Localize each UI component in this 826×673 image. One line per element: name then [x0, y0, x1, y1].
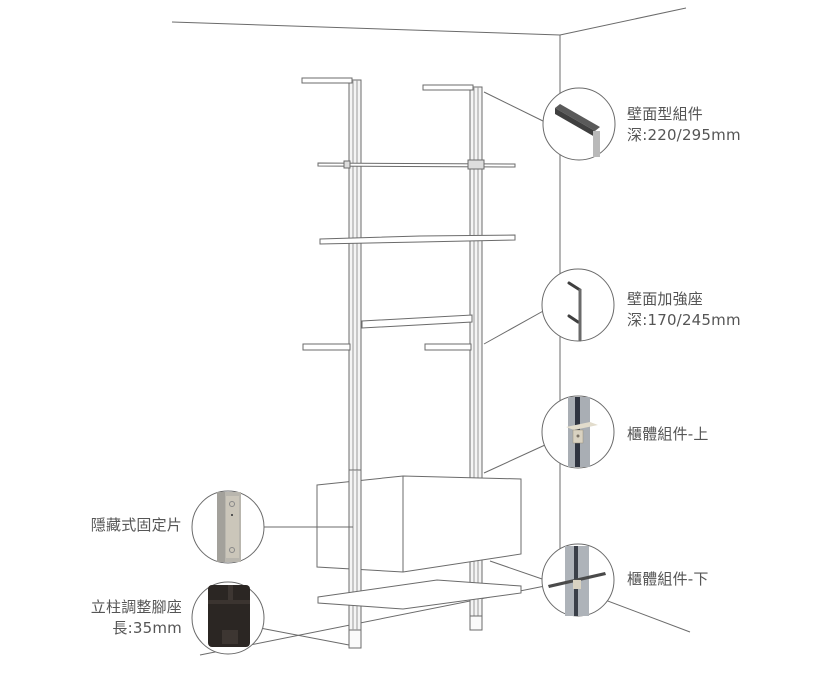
callout-spec: 深:170/245mm [627, 311, 741, 329]
side-bracket-right [424, 343, 472, 351]
bottom-shelf [317, 579, 522, 610]
leader-wall-bracket [483, 91, 546, 123]
leveling-foot-icon [208, 585, 250, 647]
callout-title: 壁面加強座 [627, 290, 704, 308]
wall-reinforcement-icon [567, 281, 582, 342]
detail-leveling-foot [191, 581, 265, 655]
detail-cabinet-lower [541, 543, 615, 617]
callout-title: 櫃體組件-下 [627, 570, 709, 588]
callout-hidden-plate: 隱藏式固定片 [91, 515, 182, 536]
cabinet-box [316, 475, 522, 573]
callout-cabinet-upper: 櫃體組件-上 [627, 424, 709, 445]
ceiling-line-left [171, 21, 561, 36]
callout-title: 立柱調整腳座 [90, 598, 182, 616]
detail-wall-bracket [542, 87, 616, 161]
leader-wall-reinforcement [483, 309, 546, 345]
callout-leveling-foot: 立柱調整腳座 長:35mm [91, 597, 182, 639]
leader-cabinet-upper [483, 444, 546, 474]
top-bracket-right [422, 84, 474, 91]
shelf-glass [317, 162, 516, 168]
leader-cabinet-lower [489, 560, 546, 581]
callout-title: 壁面型組件 [627, 105, 704, 123]
detail-hidden-plate [191, 490, 265, 564]
callout-title: 隱藏式固定片 [90, 516, 182, 534]
shelf-2 [319, 234, 516, 245]
callout-wall-reinforcement: 壁面加強座 深:170/245mm [627, 289, 741, 331]
side-bracket-left [302, 343, 351, 351]
callout-spec: 深:220/295mm [627, 126, 741, 144]
hanging-rail [361, 314, 473, 329]
right-foot [469, 615, 483, 631]
ceiling-line-right [559, 7, 687, 36]
cabinet-upper-clip-icon [566, 397, 598, 467]
callout-title: 櫃體組件-上 [627, 425, 709, 443]
top-bracket-left [301, 77, 353, 84]
detail-cabinet-upper [541, 395, 615, 469]
callout-cabinet-lower: 櫃體組件-下 [627, 569, 709, 590]
left-foot [348, 629, 362, 649]
callout-spec: 長:35mm [112, 619, 182, 637]
hidden-fixing-plate-icon [217, 492, 241, 562]
callout-wall-bracket: 壁面型組件 深:220/295mm [627, 104, 741, 146]
wall-bracket-icon [555, 104, 600, 157]
leader-leveling-foot [259, 627, 350, 646]
cabinet-lower-clip-icon [548, 546, 606, 616]
detail-wall-reinforcement [541, 268, 615, 342]
leader-lines [259, 91, 546, 646]
